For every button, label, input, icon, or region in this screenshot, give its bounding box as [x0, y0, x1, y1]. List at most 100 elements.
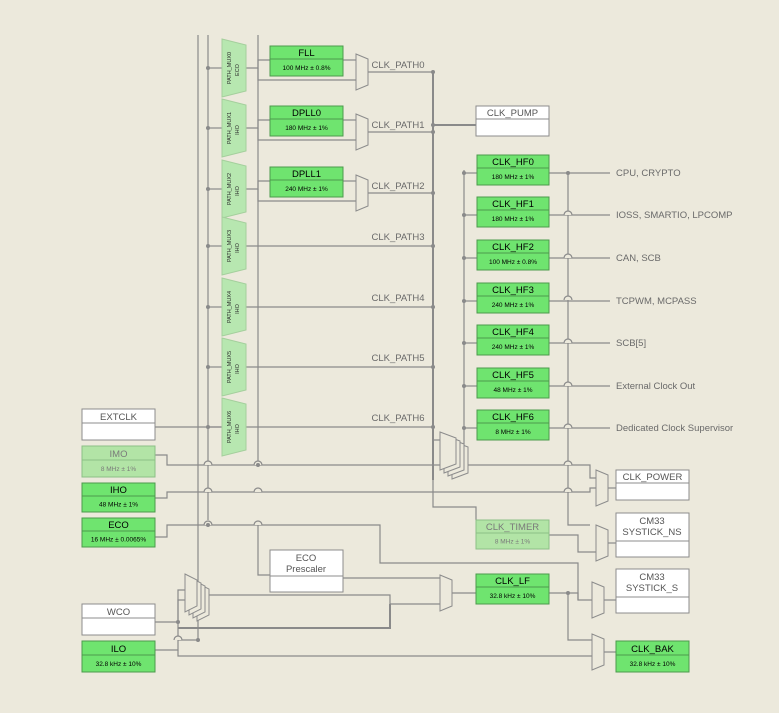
junction-dot — [431, 191, 435, 195]
path-mux-source: IHO — [235, 303, 241, 314]
clk-hf-4-name: CLK_HF4 — [492, 327, 534, 338]
systick-ns-box — [615, 512, 690, 558]
hf-dest-0: CPU, CRYPTO — [616, 168, 681, 179]
pll-2-freq: 240 MHz ± 1% — [285, 186, 328, 193]
wire-crossing — [563, 210, 573, 216]
clk-timer-box — [475, 519, 550, 550]
clk-pump-box — [475, 105, 550, 137]
clk-timer-out — [549, 534, 596, 553]
path-mux-source: IHO — [235, 423, 241, 434]
path-mux-label: PATH_MUX2 — [227, 173, 233, 205]
junction-dot — [462, 299, 466, 303]
clk-bak-name: CLK_BAK — [631, 644, 674, 655]
wire-crossing — [563, 295, 573, 301]
hf-dest-2: CAN, SCB — [616, 253, 661, 264]
eco-prescaler-input — [257, 525, 270, 576]
junction-dot — [431, 365, 435, 369]
junction-dot — [462, 171, 466, 175]
path-mux-source: ECO — [235, 63, 241, 76]
systick-s-box — [615, 568, 690, 614]
pll-2-box — [269, 166, 344, 198]
hf-dest-5: External Clock Out — [616, 381, 696, 392]
imo-wire — [155, 454, 596, 479]
ilo-freq: 32.8 kHz ± 10% — [96, 661, 142, 668]
path-mux-shape — [221, 38, 247, 98]
junction-dot — [176, 620, 180, 624]
clk-lf-name: CLK_LF — [495, 576, 530, 587]
hf-dest-6: Dedicated Clock Supervisor — [616, 423, 733, 434]
clk-power-box — [615, 469, 690, 501]
imo-name: IMO — [110, 449, 128, 460]
junction-dot — [256, 463, 260, 467]
pll-input — [246, 119, 270, 129]
junction-dot — [431, 130, 435, 134]
lf-source-mux — [184, 573, 198, 613]
clk-lf-mux — [439, 574, 453, 612]
ilo-name: ILO — [111, 644, 126, 655]
wco-wire — [155, 589, 185, 623]
ilo-block: ILO 32.8 kHz ± 10% — [81, 640, 156, 673]
pll-1-freq: 180 MHz ± 1% — [285, 125, 328, 132]
junction-dot — [566, 171, 570, 175]
systick-ns-line2: SYSTICK_NS — [622, 527, 681, 538]
clk-hf-6-freq: 8 MHz ± 1% — [495, 429, 531, 436]
clk-hf-1-name: CLK_HF1 — [492, 199, 534, 210]
junction-dot — [206, 66, 210, 70]
wire-crossing — [563, 253, 573, 259]
clk-hf-1-block: CLK_HF1 180 MHz ± 1% — [476, 196, 550, 228]
pll-input — [246, 180, 270, 190]
clk-hf-1-freq: 180 MHz ± 1% — [492, 216, 535, 223]
pll-bypass-mux — [355, 53, 369, 91]
clk-hf-6-box — [476, 409, 550, 441]
extclk-box — [81, 408, 156, 441]
wire-crossing — [563, 338, 573, 344]
clk-power-block: CLK_POWER — [615, 469, 690, 501]
clk-timer-feed — [432, 478, 477, 520]
clk-bak-freq: 32.8 kHz ± 10% — [630, 661, 676, 668]
junction-dot — [206, 523, 210, 527]
lf-mux-out — [209, 594, 440, 605]
clk-hf-3-box — [476, 282, 550, 314]
junction-dot — [566, 591, 570, 595]
ilo-bak-wire — [177, 650, 592, 657]
clk-bak-mux — [591, 633, 605, 671]
clk-hf-0-name: CLK_HF0 — [492, 157, 534, 168]
wco-box — [81, 603, 156, 636]
clk-pump-name: CLK_PUMP — [487, 108, 538, 119]
junction-dot — [431, 305, 435, 309]
clk-hf-6-name: CLK_HF6 — [492, 412, 534, 423]
clk-hf-6-block: CLK_HF6 8 MHz ± 1% — [476, 409, 550, 441]
wire-crossing — [173, 635, 183, 641]
path-mux-shape — [221, 277, 247, 337]
junction-dot — [206, 126, 210, 130]
clk-power-mux — [595, 469, 609, 507]
clk-path-label-4: CLK_PATH4 — [372, 293, 425, 304]
pll-0-freq: 100 MHz ± 0.8% — [282, 65, 330, 72]
junction-dot — [206, 425, 210, 429]
iho-freq: 48 MHz ± 1% — [99, 502, 138, 509]
eco-prescaler-box — [269, 549, 344, 593]
pll-bypass — [257, 68, 356, 81]
iho-box — [81, 482, 156, 513]
clk-lf-systick — [568, 592, 592, 601]
junction-dot — [206, 244, 210, 248]
extclk-block: EXTCLK — [81, 408, 156, 441]
junction-dot — [206, 187, 210, 191]
hf0-branch — [567, 173, 590, 526]
clk-lf-out — [549, 592, 592, 641]
clk-lf-freq: 32.8 kHz ± 10% — [490, 593, 536, 600]
wire-crossing — [203, 460, 213, 466]
